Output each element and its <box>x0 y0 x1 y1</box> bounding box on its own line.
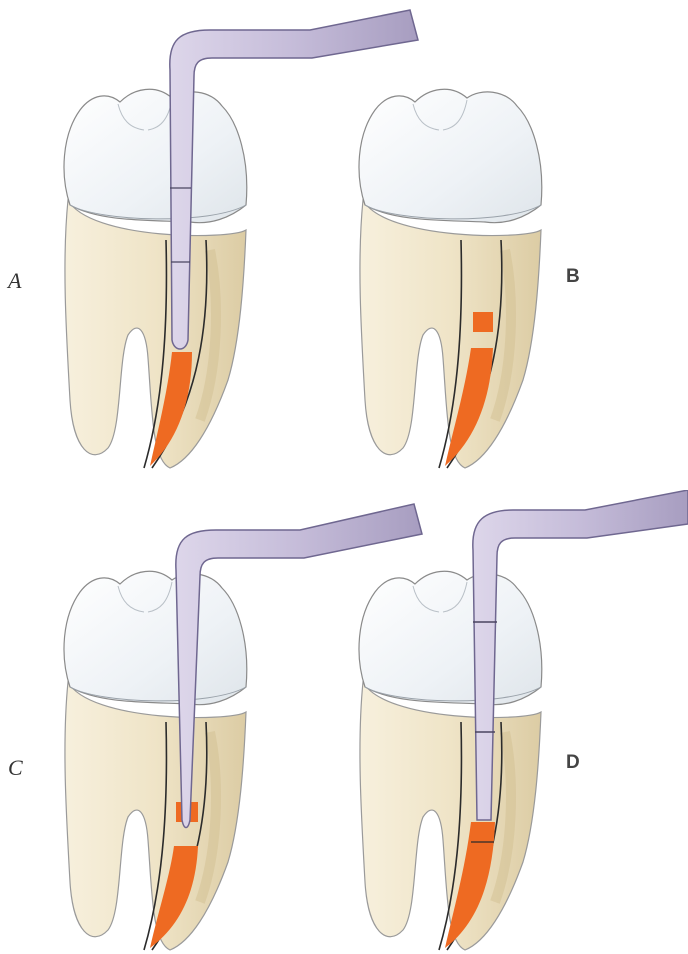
panel-label-b: B <box>566 266 580 288</box>
gutta-percha-segment <box>473 312 493 332</box>
panel-label-d: D <box>566 752 580 774</box>
tooth <box>64 89 247 468</box>
panel-b <box>335 0 688 470</box>
tooth <box>359 89 542 468</box>
panel-b-illustration <box>335 0 688 470</box>
tooth <box>64 571 247 950</box>
tooth <box>359 571 542 950</box>
panel-label-c: C <box>8 755 23 781</box>
panel-label-a: A <box>8 268 21 294</box>
panel-d <box>335 490 688 954</box>
panel-d-illustration <box>335 490 688 954</box>
